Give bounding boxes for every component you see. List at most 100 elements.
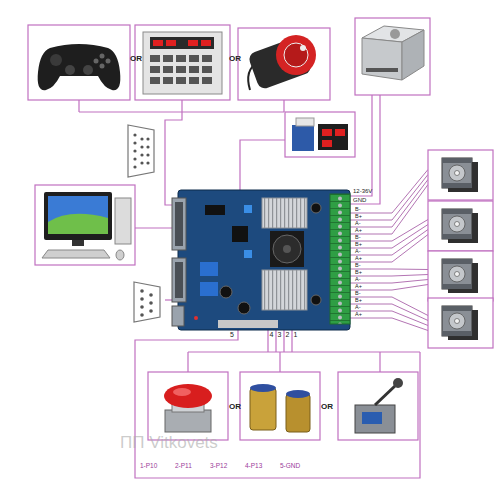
db15-connector-icon	[133, 133, 136, 136]
driver-board	[311, 295, 321, 305]
keypad-image	[163, 77, 173, 84]
db15-connector-icon	[140, 153, 143, 156]
motor-wire	[350, 280, 428, 284]
keypad-image	[189, 77, 199, 84]
proximity-sensor-image	[286, 390, 310, 398]
driver-board	[270, 231, 304, 267]
motor-wire	[350, 170, 428, 331]
stepper-motor	[442, 306, 478, 340]
keypad-frame	[135, 25, 230, 100]
driver-board	[262, 198, 307, 228]
handwheel-image	[284, 43, 308, 67]
gamepad-image	[83, 65, 93, 75]
gamepad-frame	[28, 25, 130, 100]
db15-connector-icon	[146, 161, 149, 164]
driver-board	[172, 190, 350, 330]
spindle-relay-frame	[285, 112, 355, 157]
wire-label: B+	[355, 214, 362, 220]
spindle-relay-frame	[285, 112, 355, 157]
wire-label: B+	[355, 270, 362, 276]
wire-label: B+	[355, 242, 362, 248]
driver-board	[232, 226, 248, 242]
sensor-frame	[338, 372, 418, 440]
driver-board	[172, 258, 186, 302]
power-label: 12-36V	[353, 188, 372, 194]
wire-label: B-	[355, 263, 361, 269]
motor-wire	[350, 180, 428, 228]
computer-image	[48, 214, 108, 234]
pin-label: 3-P12	[210, 463, 227, 470]
wire	[188, 352, 420, 372]
sensor-frame	[148, 372, 228, 440]
keypad-image	[188, 40, 198, 46]
handwheel-image	[247, 35, 316, 90]
keypad-image	[176, 55, 186, 62]
limit-switch-image	[375, 385, 396, 405]
watermark: ПП Vitkovets	[120, 434, 218, 451]
db15-connector-icon	[140, 137, 143, 140]
spindle-relay-image	[335, 129, 345, 136]
power-supply-image	[362, 38, 402, 80]
keypad-image	[163, 55, 173, 62]
wire	[165, 299, 172, 300]
gamepad-image	[106, 59, 111, 64]
sensor-frame	[240, 372, 320, 440]
driver-board	[283, 245, 291, 253]
computer-frame	[35, 185, 135, 265]
handwheel-frame	[238, 28, 330, 100]
pin-number: 3	[278, 331, 282, 338]
or-separator: OR	[321, 403, 333, 411]
gamepad-image	[38, 44, 121, 90]
gamepad-image	[50, 54, 62, 66]
pin-number: 1	[294, 331, 298, 338]
proximity-sensor-image	[250, 384, 276, 392]
driver-board	[178, 190, 350, 330]
db9-connector-icon	[140, 305, 144, 309]
keypad-image	[176, 66, 186, 73]
keypad-image	[202, 66, 212, 73]
spindle-relay-image	[318, 124, 348, 150]
emergency-stop-image	[164, 384, 212, 408]
keypad-image	[153, 40, 163, 46]
power-supply-image	[366, 68, 398, 72]
power-supply-frame	[355, 18, 430, 95]
driver-board	[205, 205, 225, 215]
motor-wire	[350, 170, 428, 214]
pin-label: 2-P11	[175, 463, 192, 470]
pin-label: 5-GND	[280, 463, 300, 470]
db15-connector-icon	[133, 165, 136, 168]
proximity-sensor-image	[250, 384, 310, 432]
stepper-motor	[428, 150, 493, 200]
stepper-motor	[428, 150, 493, 348]
gamepad-frame	[28, 25, 130, 100]
db15-connector-icon	[128, 125, 154, 177]
stepper-motor	[442, 209, 478, 243]
keypad-image	[202, 55, 212, 62]
limit-switch-image	[393, 378, 403, 388]
driver-board	[200, 282, 218, 296]
driver-board	[175, 262, 183, 298]
computer-frame	[35, 185, 135, 265]
sensor-frame	[148, 372, 418, 440]
driver-board	[238, 302, 250, 314]
emergency-stop-image	[164, 384, 212, 432]
handwheel-frame	[238, 28, 330, 100]
gamepad-image	[94, 59, 99, 64]
proximity-sensor-image	[286, 394, 310, 432]
wire	[240, 140, 285, 190]
wire-label: B-	[355, 207, 361, 213]
pin-label: 1-P10	[140, 463, 157, 470]
keypad-image	[150, 77, 160, 84]
pin-number: 5	[230, 331, 234, 338]
stepper-motor	[428, 298, 493, 348]
or-separator: OR	[130, 55, 142, 63]
driver-board	[172, 198, 186, 250]
wire	[135, 330, 420, 478]
driver-board	[194, 316, 198, 320]
wire-label: A+	[355, 228, 362, 234]
driver-board	[262, 270, 307, 310]
wire-label: B+	[355, 298, 362, 304]
computer-image	[48, 196, 108, 234]
db9-connector-icon	[140, 313, 144, 317]
